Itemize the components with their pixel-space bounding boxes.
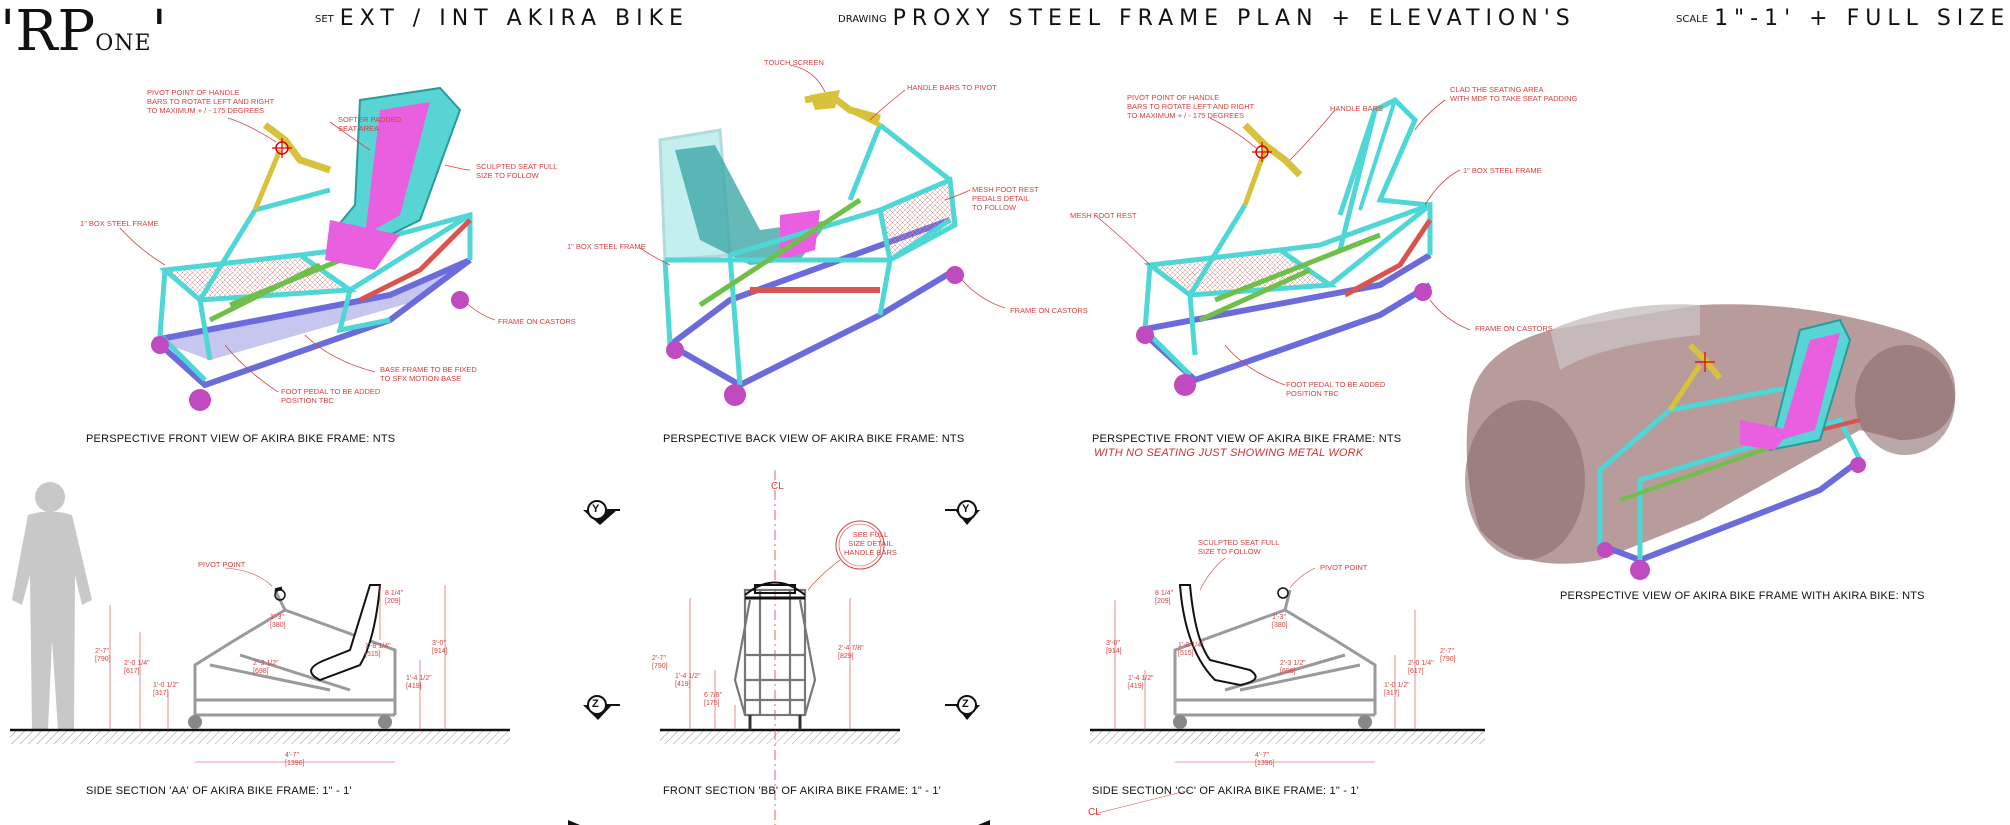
section-bb: [660, 470, 900, 825]
caption-section-cc: SIDE SECTION 'CC' OF AKIRA BIKE FRAME: 1…: [1092, 785, 1359, 797]
logo-sub: ONE: [95, 31, 152, 56]
ann-v3-handle: HANDLE BARS: [1330, 104, 1383, 113]
scale-value: 1"-1' + FULL SIZE: [1714, 6, 2010, 31]
marker-z-left: [583, 695, 620, 720]
marker-y-left-label: Y: [592, 503, 600, 515]
caption-section-bb: FRONT SECTION 'BB' OF AKIRA BIKE FRAME: …: [663, 785, 941, 797]
dim-aa-h1: 2'-7"[790]: [95, 648, 111, 663]
marker-z-right-label: Z: [962, 698, 969, 710]
dim-cc-b: 2'-3 1/2"[698]: [1280, 660, 1306, 675]
caption-view4: PERSPECTIVE VIEW OF AKIRA BIKE FRAME WIT…: [1560, 590, 1925, 602]
dim-bb-r: 2'-4 7/8"[829]: [838, 645, 864, 660]
centreline-label-cc: CL: [1088, 807, 1101, 818]
ann-cc-pivot: PIVOT POINT: [1320, 563, 1368, 572]
section-cc: [1089, 557, 1485, 816]
dim-cc-r1: 2'-7"[790]: [1440, 648, 1456, 663]
dim-aa-h3: 1'-0 1/2"[317]: [153, 682, 179, 697]
rp-one-logo: 'RPONE': [0, 2, 167, 74]
section-aa: [10, 567, 510, 763]
ann-v1-box: 1" BOX STEEL FRAME: [80, 219, 159, 228]
dim-aa-len: 4'-7"[1396]: [285, 752, 305, 767]
ann-aa-pivot: PIVOT POINT: [198, 560, 246, 569]
marker-bottom-left: [568, 820, 580, 825]
view2-frame: [639, 64, 1006, 406]
dim-aa-b: 2'-3 1/2"[698]: [253, 660, 279, 675]
dim-cc-r2: 2'-0 1/4"[617]: [1408, 660, 1434, 675]
scale-label: SCALE: [1676, 13, 1709, 25]
ann-v3-mesh: MESH FOOT REST: [1070, 211, 1137, 220]
marker-y-right-label: Y: [962, 503, 970, 515]
view1-frame: [119, 86, 496, 411]
dim-aa-r1: 3'-0"[914]: [432, 640, 448, 655]
logo-tick: ': [151, 0, 168, 64]
ann-v3-castors: FRAME ON CASTORS: [1475, 324, 1553, 333]
drawing-label: DRAWING: [838, 13, 887, 25]
scale-title: SCALE 1"-1' + FULL SIZE: [1676, 6, 2010, 31]
logo-main: 'RP: [0, 0, 96, 64]
dim-cc-top: 8 1/4"[209]: [1155, 590, 1174, 605]
drawing-title: DRAWING PROXY STEEL FRAME PLAN + ELEVATIO…: [838, 6, 1576, 31]
marker-z-left-label: Z: [592, 698, 599, 710]
dim-cc-h1: 3'-0"[914]: [1106, 640, 1122, 655]
dim-bb-h1: 2'-7"[790]: [652, 655, 668, 670]
ann-v2-castors: FRAME ON CASTORS: [1010, 306, 1088, 315]
dim-aa-top: 8 1/4"[209]: [385, 590, 404, 605]
dim-bb-h3: 6 7/8"[175]: [704, 692, 723, 707]
caption-section-aa: SIDE SECTION 'AA' OF AKIRA BIKE FRAME: 1…: [86, 785, 352, 797]
view3-frame: [1094, 96, 1471, 396]
dim-aa-c: 1'-8 1/4"[515]: [365, 643, 391, 658]
dim-cc-c: 1'-8 1/4"[515]: [1178, 642, 1204, 657]
dim-cc-r3: 1'-0 1/2"[317]: [1384, 682, 1410, 697]
dim-aa-h2: 2'-0 1/4"[617]: [124, 660, 150, 675]
dim-aa-r2: 1'-4 1/2"[419]: [406, 675, 432, 690]
caption-view3: PERSPECTIVE FRONT VIEW OF AKIRA BIKE FRA…: [1092, 433, 1402, 445]
ann-v2-handle: HANDLE BARS TO PIVOT: [907, 83, 997, 92]
drawing-value: PROXY STEEL FRAME PLAN + ELEVATION'S: [892, 6, 1576, 31]
dim-cc-len: 4'-7"[1396]: [1255, 752, 1275, 767]
marker-bottom-right: [978, 820, 990, 825]
ann-v2-touch: TOUCH SCREEN: [764, 58, 824, 67]
dim-aa-a: 1'-3"[380]: [270, 614, 286, 629]
dim-cc-a: 1'-3"[380]: [1272, 614, 1288, 629]
set-value: EXT / INT AKIRA BIKE: [339, 6, 689, 31]
set-label: SET: [315, 13, 334, 25]
person-silhouette: [12, 482, 92, 730]
view4-bike: [1465, 304, 1956, 580]
caption-view3-note: WITH NO SEATING JUST SHOWING METAL WORK: [1094, 447, 1364, 459]
dim-bb-h2: 1'-4 1/2"[419]: [675, 673, 701, 688]
centreline-label-bb: CL: [771, 481, 784, 492]
marker-z-right: [945, 695, 980, 720]
ann-v3-box: 1" BOX STEEL FRAME: [1463, 166, 1542, 175]
set-title: SET EXT / INT AKIRA BIKE: [315, 6, 689, 31]
caption-view1: PERSPECTIVE FRONT VIEW OF AKIRA BIKE FRA…: [86, 433, 396, 445]
marker-y-right: [945, 500, 980, 525]
ann-v1-castors: FRAME ON CASTORS: [498, 317, 576, 326]
caption-view2: PERSPECTIVE BACK VIEW OF AKIRA BIKE FRAM…: [663, 433, 965, 445]
ann-v2-box: 1" BOX STEEL FRAME: [567, 242, 646, 251]
marker-y-left: [583, 500, 620, 525]
dim-cc-h2: 1'-4 1/2"[419]: [1128, 675, 1154, 690]
